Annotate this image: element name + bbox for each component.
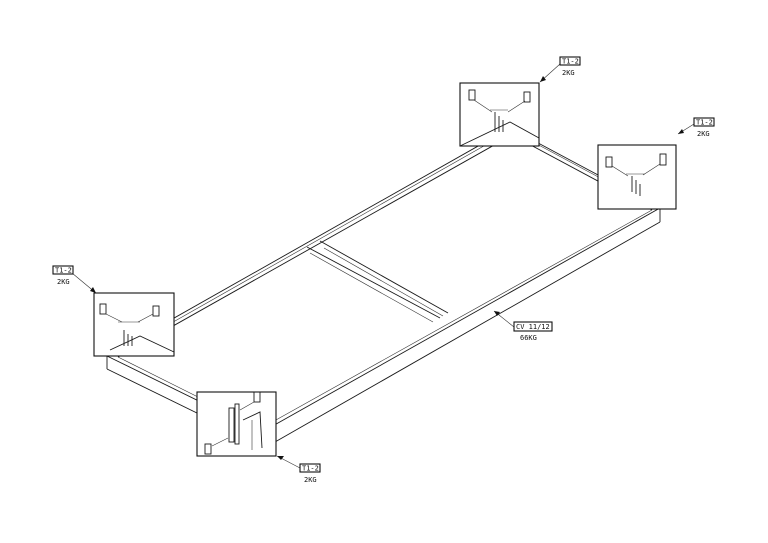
callout-weight: 2KG xyxy=(304,476,317,484)
callout-weight: 2KG xyxy=(697,130,710,138)
callout-main-part: CV 11/12 66KG xyxy=(513,321,553,342)
callout-weight: 2KG xyxy=(562,69,575,77)
main-part-weight: 66KG xyxy=(520,334,537,342)
leader-lines xyxy=(71,63,695,469)
callout-tag: T1-2 xyxy=(562,58,579,66)
callout-tag: T1-2 xyxy=(55,267,72,275)
frame-outline xyxy=(106,127,661,447)
main-part-tag: CV 11/12 xyxy=(516,323,550,331)
detail-box-right xyxy=(597,144,677,210)
callout-top: T1-2 2KG xyxy=(559,56,581,77)
callout-right: T1-2 2KG xyxy=(693,117,715,138)
callout-tag: T1-2 xyxy=(696,119,713,127)
callout-bottom: T1-2 2KG xyxy=(299,463,321,484)
callout-tag: T1-2 xyxy=(302,465,319,473)
detail-box-top xyxy=(459,82,540,147)
detail-box-bottom xyxy=(196,391,277,457)
detail-box-left xyxy=(93,292,175,357)
callout-left: T1-2 2KG xyxy=(52,265,74,286)
callout-weight: 2KG xyxy=(57,278,70,286)
